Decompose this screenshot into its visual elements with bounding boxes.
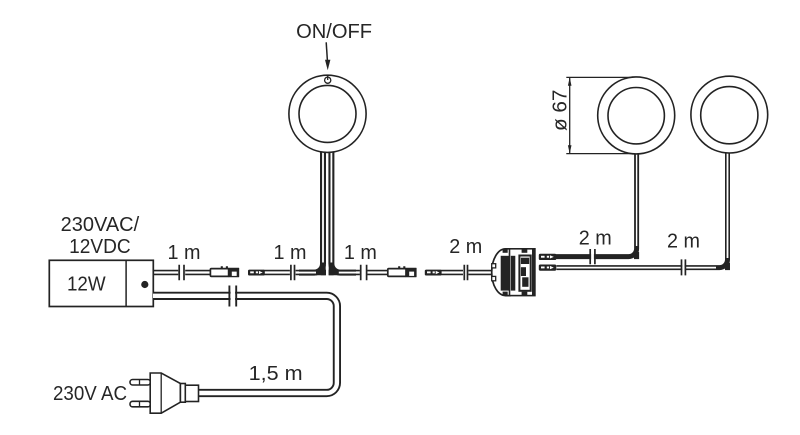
svg-text:230V AC: 230V AC (53, 382, 127, 405)
svg-text:12VDC: 12VDC (69, 235, 131, 258)
svg-text:12W: 12W (67, 273, 106, 296)
svg-text:1 m: 1 m (274, 241, 307, 264)
svg-text:2 m: 2 m (667, 229, 700, 252)
svg-text:ø 67: ø 67 (549, 90, 572, 132)
svg-text:1,5 m: 1,5 m (249, 362, 303, 385)
svg-text:2 m: 2 m (449, 235, 482, 258)
svg-text:1 m: 1 m (168, 241, 201, 264)
svg-text:1 m: 1 m (344, 241, 377, 264)
svg-text:ON/OFF: ON/OFF (296, 20, 372, 43)
svg-text:230VAC/: 230VAC/ (61, 213, 140, 236)
svg-text:2 m: 2 m (579, 227, 612, 250)
